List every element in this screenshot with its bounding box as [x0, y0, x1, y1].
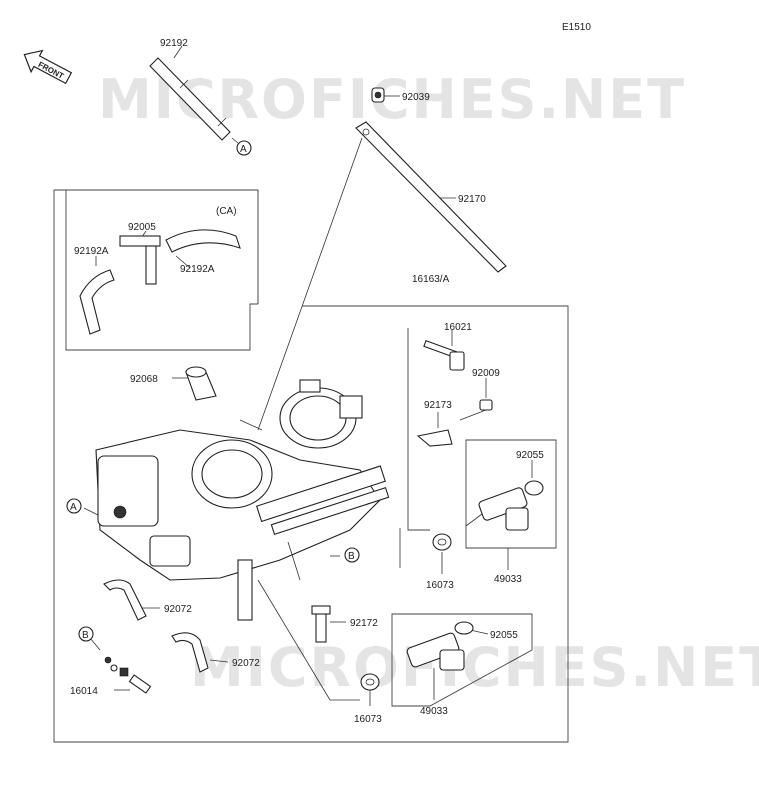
- part-16021: 16021: [444, 322, 472, 333]
- strap-92170: [355, 121, 507, 273]
- clamp-92072-bottom: [171, 632, 209, 673]
- part-92055-top: 92055: [516, 450, 544, 461]
- part-92170: 92170: [458, 194, 486, 205]
- front-arrow-icon: FRONT: [23, 49, 73, 85]
- diagram-code: E1510: [562, 22, 591, 33]
- part-49033-top: 49033: [494, 574, 522, 585]
- ref-b-left: B: [82, 630, 89, 641]
- part-92172: 92172: [350, 618, 378, 629]
- part-16073-bottom: 16073: [354, 714, 382, 725]
- part-92072-top: 92072: [164, 604, 192, 615]
- part-92072-bottom: 92072: [232, 658, 260, 669]
- watermark-bottom: MICROFICHES.NET: [190, 636, 759, 699]
- part-16014: 16014: [70, 686, 98, 697]
- ref-b-mid: B: [348, 551, 355, 562]
- part-92005: 92005: [128, 222, 156, 233]
- oring-92055-bottom: [454, 621, 474, 635]
- clamp-92173: [416, 429, 453, 447]
- screw-92009: [459, 399, 493, 421]
- part-49033-bottom: 49033: [420, 706, 448, 717]
- ref-a-top: A: [240, 144, 247, 155]
- part-92009: 92009: [472, 368, 500, 379]
- oring-92055-top: [524, 480, 544, 496]
- group-ca-label: (CA): [216, 206, 237, 217]
- clamp-92072-top: [103, 579, 147, 621]
- seal-16073-top: [432, 533, 452, 551]
- part-92192a-right: 92192A: [180, 264, 215, 275]
- seal-16073-bottom: [360, 673, 380, 691]
- injector-bottom-frame: [391, 613, 533, 707]
- injector-top-frame: [465, 439, 557, 549]
- clip-92039: [371, 87, 385, 103]
- part-92192a-left: 92192A: [74, 246, 109, 257]
- part-16073-top: 16073: [426, 580, 454, 591]
- injector-49033-bottom: [406, 632, 465, 671]
- hose-92192a-right: [165, 229, 241, 253]
- ref-circle-b-mid: [344, 547, 360, 563]
- screw-kit-16014: [104, 656, 152, 694]
- injector-49033-top: [465, 487, 529, 531]
- screw-16021: [423, 340, 465, 371]
- part-92039: 92039: [402, 92, 430, 103]
- ref-circle-b-left: [78, 626, 94, 642]
- fitting-92005: [119, 235, 161, 285]
- hose-92192a-left: [79, 269, 115, 335]
- hose-92192: [149, 57, 231, 141]
- part-92192: 92192: [160, 38, 188, 49]
- throttle-body-assembly: [95, 379, 390, 621]
- part-92173: 92173: [424, 400, 452, 411]
- ref-circle-a-top: [236, 140, 252, 156]
- cap-92068: [185, 366, 217, 401]
- ref-circle-a-left: [66, 498, 82, 514]
- part-92068: 92068: [130, 374, 158, 385]
- part-92055-bottom: 92055: [490, 630, 518, 641]
- ref-a-left: A: [70, 502, 77, 513]
- bolt-92172: [311, 605, 331, 643]
- assembly-label: 16163/A: [412, 274, 450, 285]
- ca-group-frame: [66, 189, 259, 304]
